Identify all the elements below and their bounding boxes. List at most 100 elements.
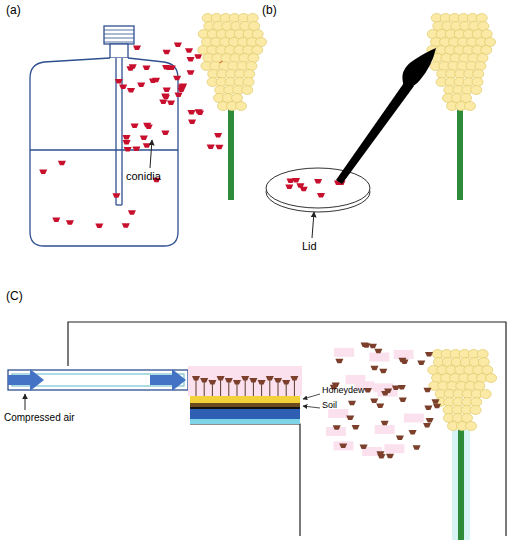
conidium	[339, 443, 347, 448]
spore-haze	[375, 425, 395, 434]
conidium	[360, 444, 368, 449]
panel-label: (a)	[6, 4, 21, 17]
conidiophore	[290, 376, 298, 396]
spray-bottle	[30, 26, 178, 246]
conidium	[188, 110, 196, 115]
conidiophore	[266, 376, 274, 396]
conidium	[417, 361, 425, 366]
conidium	[425, 352, 433, 357]
callout-label: conidia	[126, 170, 161, 182]
spore-haze	[328, 409, 348, 418]
conidium	[409, 430, 417, 435]
leader-line	[312, 212, 314, 238]
conidium	[161, 131, 169, 136]
conidium	[285, 184, 293, 189]
conidium	[370, 399, 378, 404]
plant-stem	[228, 105, 234, 200]
spore-haze	[369, 353, 389, 362]
conidium	[128, 210, 136, 215]
panel-label: (C)	[6, 290, 23, 303]
conidiophore	[233, 380, 241, 396]
conidiophore	[200, 378, 208, 396]
conidia-cloud	[115, 43, 225, 152]
conidium	[333, 425, 341, 430]
conidium	[127, 88, 135, 93]
spore-haze	[394, 350, 414, 359]
conidium	[399, 397, 407, 402]
spore-haze	[188, 366, 302, 396]
conidium	[175, 93, 183, 98]
spore-haze	[345, 375, 365, 384]
leader-line	[25, 394, 26, 410]
conidium	[195, 109, 203, 114]
conidium	[123, 135, 131, 140]
conidium	[335, 359, 343, 364]
conidium	[58, 161, 66, 166]
conidium	[214, 133, 222, 138]
conidium	[314, 179, 322, 184]
conidium	[188, 120, 196, 125]
conidium	[432, 399, 440, 404]
conidium	[131, 124, 139, 129]
conidium	[163, 50, 171, 55]
conidium	[348, 401, 356, 406]
conidium	[174, 43, 182, 48]
conidium	[396, 435, 404, 440]
conidiophore	[258, 380, 266, 396]
conidium	[122, 223, 130, 228]
conidium	[401, 359, 409, 364]
conidium	[140, 136, 148, 141]
panel-label: (b)	[262, 4, 277, 17]
callout-label: Honeydew	[322, 386, 365, 396]
callout-label: Compressed air	[4, 412, 75, 423]
conidium	[296, 183, 304, 188]
conidium	[132, 146, 140, 151]
conidia-in-liquid	[39, 161, 160, 228]
conidium	[194, 54, 202, 59]
chamber-outline	[68, 322, 506, 536]
conidium	[392, 386, 400, 391]
callout-label: Lid	[302, 240, 317, 252]
conidium	[115, 79, 123, 84]
conidium	[165, 66, 173, 71]
conidium	[66, 220, 74, 225]
conidium	[364, 388, 372, 393]
conidiophore	[274, 378, 282, 396]
conidia-on-lid	[285, 178, 345, 198]
conidium	[207, 145, 215, 150]
conidium	[179, 83, 187, 88]
conidium	[346, 416, 354, 421]
conidiophore	[249, 378, 257, 396]
airborne-conidia	[326, 343, 441, 459]
conidium	[374, 349, 382, 354]
conidium	[371, 366, 379, 371]
conidium	[377, 454, 385, 459]
conidium	[187, 70, 195, 75]
leader-line	[303, 394, 320, 399]
conidium	[381, 391, 389, 396]
sporulating-stalks	[188, 366, 302, 396]
leader-line	[303, 406, 320, 408]
soil-tray	[190, 396, 300, 424]
conidium	[52, 218, 60, 223]
conidium	[173, 76, 181, 81]
conidium	[143, 123, 151, 128]
corn-ear	[428, 350, 497, 431]
spore-haze	[333, 441, 353, 450]
conidiophore	[282, 380, 290, 396]
conidium	[112, 193, 120, 198]
conidium	[159, 99, 167, 104]
conidiophore	[192, 376, 200, 396]
conidium	[352, 425, 360, 430]
conidium	[161, 94, 169, 99]
conidium	[369, 344, 377, 349]
conidium	[133, 45, 141, 50]
plant-stem	[457, 105, 463, 200]
conidium	[424, 405, 432, 410]
spore-haze	[373, 383, 393, 392]
callout-label: Soil	[322, 401, 337, 411]
conidium	[167, 101, 175, 106]
conidium	[137, 83, 145, 88]
conidium	[143, 66, 151, 71]
